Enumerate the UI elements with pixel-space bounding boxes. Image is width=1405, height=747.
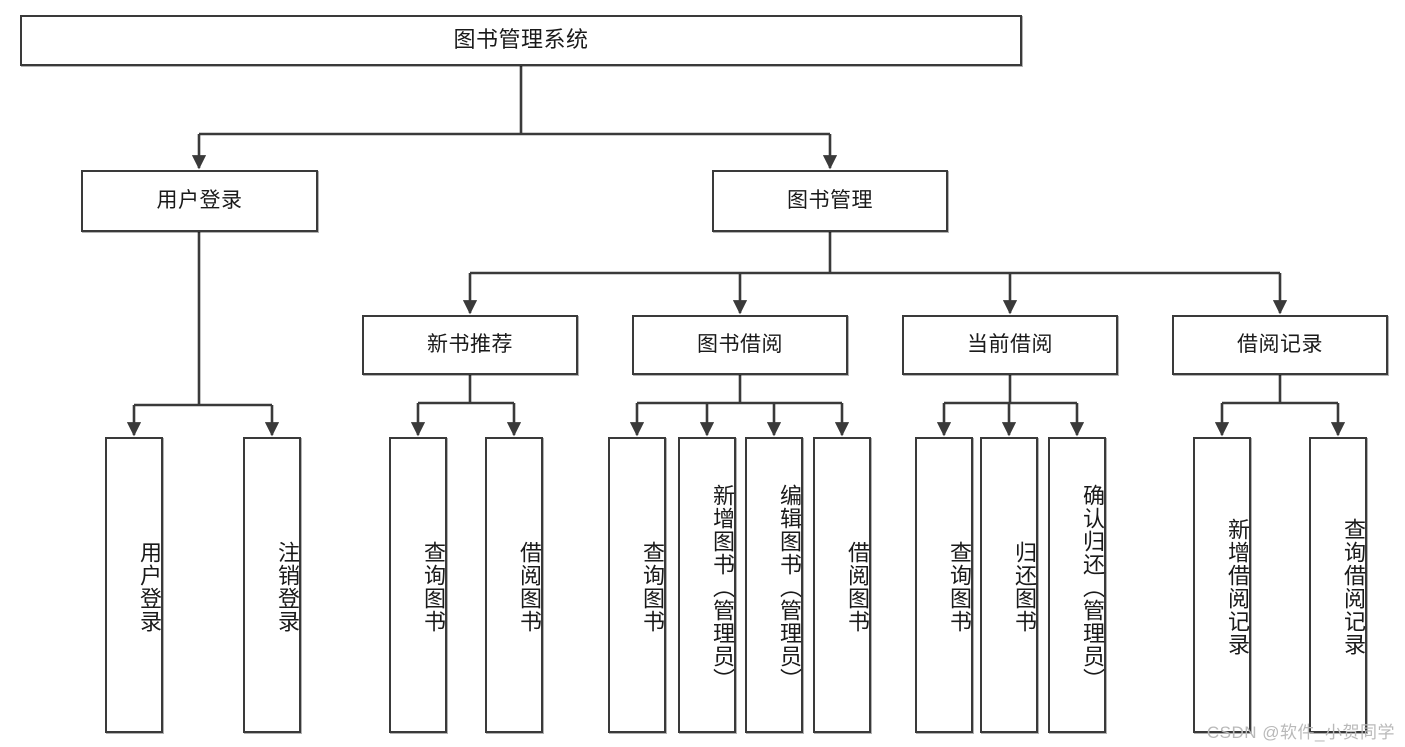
leaf-current-confirm-return-admin[interactable]: 确认归还（管理员） — [1048, 437, 1106, 733]
node-user-login[interactable]: 用户登录 — [81, 170, 318, 232]
node-label: 图书管理系统 — [453, 27, 589, 53]
node-label: 借阅记录 — [1237, 333, 1323, 357]
node-new-book-recommendation[interactable]: 新书推荐 — [362, 315, 578, 375]
node-label: 图书管理 — [787, 189, 873, 213]
node-label: 用户登录 — [156, 189, 243, 213]
node-label: 图书借阅 — [697, 333, 783, 357]
leaf-records-query-record[interactable]: 查询借阅记录 — [1309, 437, 1367, 733]
csdn-watermark: CSDN @软件_小贺同学 — [1206, 723, 1395, 742]
node-label: 编辑图书（管理员） — [777, 483, 802, 691]
leaf-borrow-query-book[interactable]: 查询图书 — [608, 437, 666, 733]
node-label: 用户登录 — [137, 541, 162, 633]
leaf-user-login-logout[interactable]: 注销登录 — [243, 437, 301, 733]
node-label: 借阅图书 — [517, 541, 542, 633]
node-book-borrowing[interactable]: 图书借阅 — [632, 315, 848, 375]
node-root-book-management-system[interactable]: 图书管理系统 — [20, 15, 1022, 66]
node-label: 查询图书 — [421, 541, 446, 633]
leaf-new-books-borrow[interactable]: 借阅图书 — [485, 437, 543, 733]
node-label: 查询图书 — [640, 541, 665, 633]
node-label: 注销登录 — [275, 541, 300, 633]
leaf-current-query-book[interactable]: 查询图书 — [915, 437, 973, 733]
leaf-user-login-login[interactable]: 用户登录 — [105, 437, 163, 733]
node-book-management[interactable]: 图书管理 — [712, 170, 948, 232]
node-label: 当前借阅 — [967, 333, 1053, 357]
node-label: 新书推荐 — [427, 333, 513, 357]
node-borrow-records[interactable]: 借阅记录 — [1172, 315, 1388, 375]
leaf-current-return-book[interactable]: 归还图书 — [980, 437, 1038, 733]
leaf-records-add-record[interactable]: 新增借阅记录 — [1193, 437, 1251, 733]
node-label: 确认归还（管理员） — [1080, 483, 1105, 691]
node-label: 查询图书 — [947, 541, 972, 633]
node-label: 借阅图书 — [845, 541, 870, 633]
node-label: 查询借阅记录 — [1341, 518, 1366, 656]
leaf-borrow-edit-book-admin[interactable]: 编辑图书（管理员） — [745, 437, 803, 733]
leaf-new-books-query[interactable]: 查询图书 — [389, 437, 447, 733]
leaf-borrow-borrow-book[interactable]: 借阅图书 — [813, 437, 871, 733]
node-label: 新增图书（管理员） — [710, 483, 735, 691]
node-current-borrowing[interactable]: 当前借阅 — [902, 315, 1118, 375]
node-label: 新增借阅记录 — [1225, 518, 1250, 656]
node-label: 归还图书 — [1012, 541, 1037, 633]
leaf-borrow-add-book-admin[interactable]: 新增图书（管理员） — [678, 437, 736, 733]
